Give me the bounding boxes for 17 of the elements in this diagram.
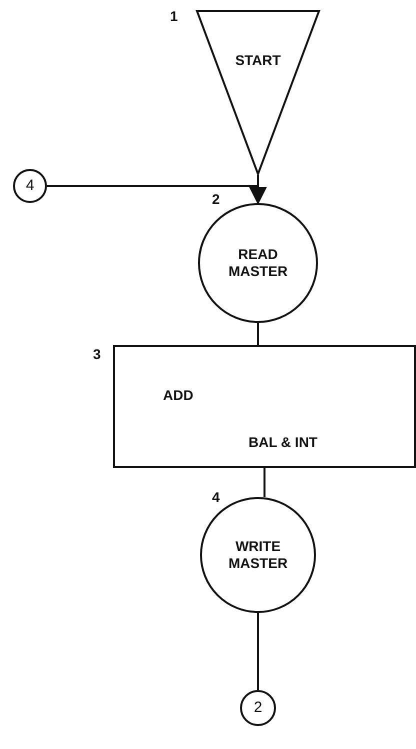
node-label: WRITE MASTER <box>227 538 289 572</box>
node-label: BAL & INT <box>248 434 318 451</box>
connector-line <box>257 323 259 345</box>
connector-line <box>257 613 259 690</box>
connector-circle <box>240 690 276 726</box>
node-label: 2 <box>252 699 264 716</box>
arrow <box>47 185 267 205</box>
node-label: START <box>234 52 282 69</box>
step-number: 3 <box>93 346 101 362</box>
node-label: READ MASTER <box>227 246 289 280</box>
connector-line <box>264 468 266 497</box>
step-number: 2 <box>212 191 220 207</box>
node-label: ADD <box>163 387 194 404</box>
connector-circle <box>13 169 47 203</box>
step-number: 4 <box>212 489 220 505</box>
step-number: 1 <box>170 8 178 24</box>
node-label: 4 <box>24 177 36 194</box>
